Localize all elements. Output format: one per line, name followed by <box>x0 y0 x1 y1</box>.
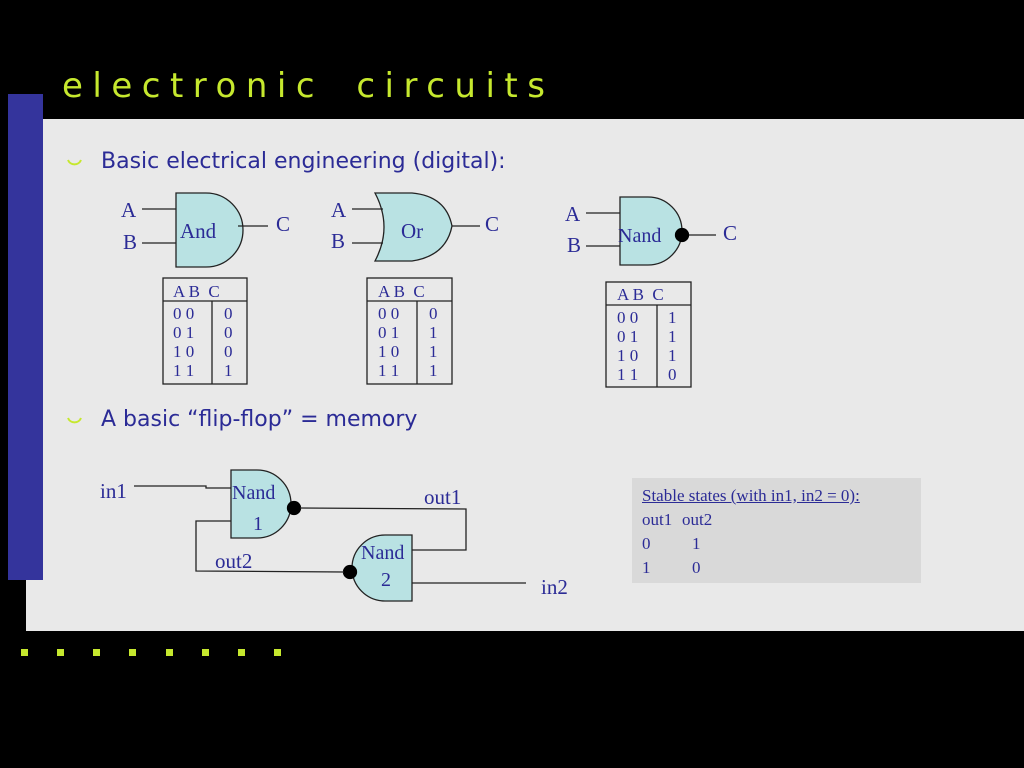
sidebar-accent-bar <box>8 94 43 580</box>
bullet-text-digital: Basic electrical engineering (digital): <box>101 149 506 174</box>
or-truth-table <box>366 277 453 385</box>
nand-row-out: 1 <box>668 308 677 327</box>
or-input-b-label: B <box>331 229 345 253</box>
and-input-a-label: A <box>121 198 137 222</box>
square-dot-icon <box>274 649 281 656</box>
nand-table-header: A B C <box>617 285 664 304</box>
or-row-out: 1 <box>429 342 438 361</box>
nand2-label: Nand <box>361 542 404 564</box>
and-gate-symbol <box>175 192 244 268</box>
or-table-header: A B C <box>378 282 425 301</box>
nand-row-in: 1 1 <box>617 365 638 384</box>
or-gate-symbol <box>373 192 453 262</box>
square-dot-icon <box>202 649 209 656</box>
and-truth-table <box>162 277 248 385</box>
states-cell: 1 <box>642 558 651 577</box>
nand-input-a-label: A <box>565 202 581 226</box>
and-row-out: 0 <box>224 304 233 323</box>
nand-truth-table <box>605 281 692 388</box>
out2-label: out2 <box>215 549 252 573</box>
nand-row-out: 1 <box>668 327 677 346</box>
square-dot-icon <box>238 649 245 656</box>
nand-output-label: C <box>723 221 737 245</box>
in2-label: in2 <box>541 575 568 599</box>
nand-gate-label: Nand <box>618 225 661 247</box>
nand-row-in: 0 1 <box>617 327 638 346</box>
square-dot-icon <box>93 649 100 656</box>
and-table-header: A B C <box>173 282 220 301</box>
nand-row-out: 0 <box>668 365 677 384</box>
states-cell: 0 <box>642 534 651 553</box>
nand-input-b-label: B <box>567 233 581 257</box>
square-dot-icon <box>21 649 28 656</box>
or-input-a-label: A <box>331 198 347 222</box>
nand1-number: 1 <box>253 513 263 535</box>
or-row-out: 0 <box>429 304 438 323</box>
nand-row-out: 1 <box>668 346 677 365</box>
crescent-bullet-icon <box>67 159 82 166</box>
states-cell: 0 <box>692 558 701 577</box>
and-row-in: 1 1 <box>173 361 194 380</box>
and-row-in: 0 1 <box>173 323 194 342</box>
and-row-out: 0 <box>224 342 233 361</box>
and-output-label: C <box>276 212 290 236</box>
nand1-label: Nand <box>232 482 275 504</box>
and-gate-label: And <box>180 219 217 243</box>
and-row-out: 0 <box>224 323 233 342</box>
square-dot-icon <box>57 649 64 656</box>
bullet-text-flipflop: A basic “flip-flop” = memory <box>101 407 418 432</box>
and-row-in: 1 0 <box>173 342 194 361</box>
or-row-out: 1 <box>429 323 438 342</box>
or-row-in: 1 1 <box>378 361 399 380</box>
stable-states-heading: Stable states (with in1, in2 = 0): <box>642 486 860 505</box>
or-row-out: 1 <box>429 361 438 380</box>
or-row-in: 0 0 <box>378 304 399 323</box>
slide-title: electronic circuits <box>62 66 555 106</box>
square-dot-icon <box>129 649 136 656</box>
and-row-in: 0 0 <box>173 304 194 323</box>
states-column-header: out1 <box>642 510 673 529</box>
states-column-header: out2 <box>682 510 713 529</box>
or-gate-label: Or <box>401 219 423 243</box>
stable-states-box: Stable states (with in1, in2 = 0): out1 … <box>632 478 921 583</box>
square-dot-icon <box>166 649 173 656</box>
states-cell: 1 <box>692 534 701 553</box>
or-row-in: 1 0 <box>378 342 399 361</box>
nand-row-in: 0 0 <box>617 308 638 327</box>
nand-row-in: 1 0 <box>617 346 638 365</box>
and-input-b-label: B <box>123 230 137 254</box>
and-row-out: 1 <box>224 361 233 380</box>
or-output-label: C <box>485 212 499 236</box>
out1-label: out1 <box>424 485 461 509</box>
crescent-bullet-icon <box>67 417 82 424</box>
or-row-in: 0 1 <box>378 323 399 342</box>
in1-label: in1 <box>100 479 127 503</box>
nand2-number: 2 <box>381 569 391 591</box>
